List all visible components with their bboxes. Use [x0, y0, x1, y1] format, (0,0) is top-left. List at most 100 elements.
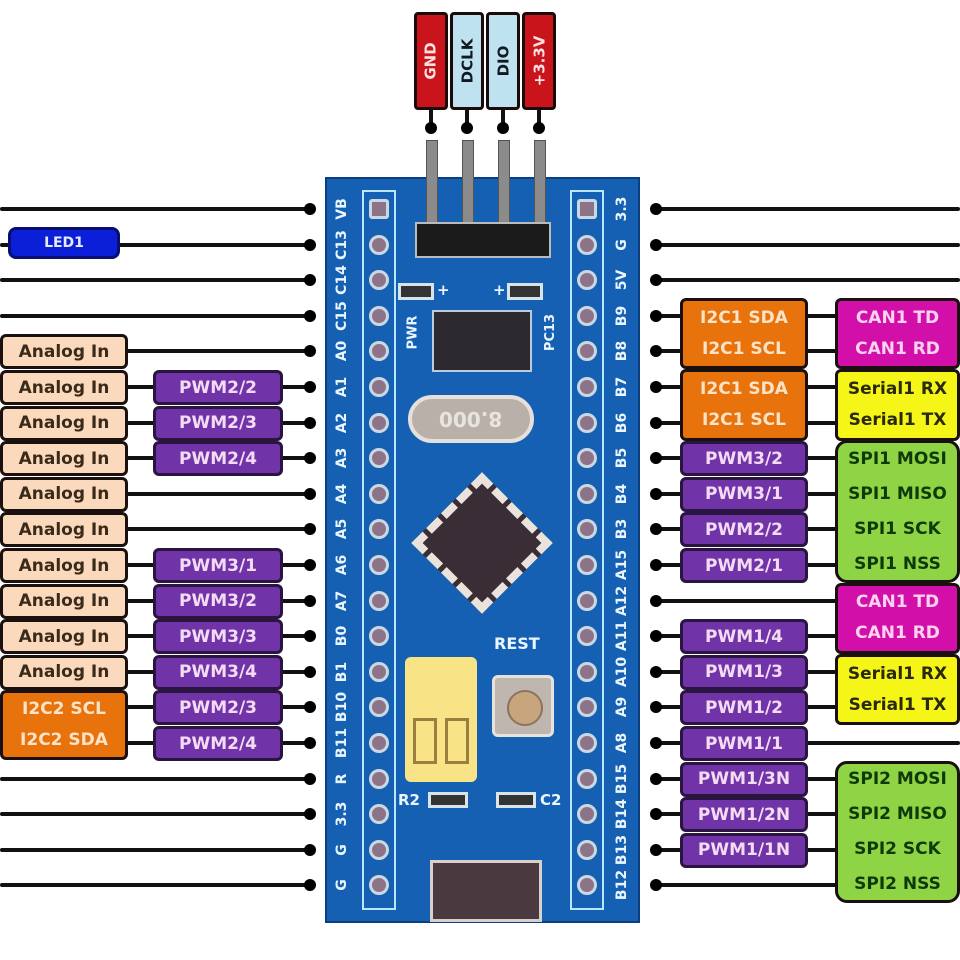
header-pin [498, 140, 510, 232]
header-gnd: GND [414, 12, 448, 110]
spi1-box-line: SPI1 MISO [848, 483, 947, 504]
left-pin-pad [369, 839, 389, 860]
left-pwm-label: PWM3/3 [153, 619, 283, 655]
left-pin-pad [369, 199, 389, 219]
crystal-marking: 8.000 [439, 407, 503, 431]
left-pwm-label: PWM3/4 [153, 654, 283, 690]
right-pin-dot [650, 309, 662, 322]
capacitor-c2 [496, 792, 536, 808]
left-pin-pad [369, 412, 389, 433]
plus-mark: + [493, 281, 506, 299]
right-pin-pad [577, 697, 597, 718]
right-pin-rail [570, 190, 604, 910]
left-pin-label: C13 [334, 229, 350, 260]
spi2-box-line: SPI2 MISO [848, 804, 947, 824]
left-pin-label: C15 [334, 300, 350, 331]
right-pin-label: B13 [614, 834, 630, 865]
power-led [398, 283, 434, 300]
right-pin-label: A8 [614, 732, 630, 754]
right-pwm-label: PWM1/4 [680, 619, 808, 655]
right-pin-dot [650, 381, 662, 393]
left-wire [0, 776, 312, 781]
left-pin-pad [369, 270, 389, 291]
spi1-box-line: SPI1 MOSI [848, 448, 947, 469]
analog-in-label: Analog In [0, 512, 128, 548]
left-pin-pad [369, 875, 389, 896]
left-pin-label: A1 [334, 376, 350, 398]
left-pwm-label: PWM2/2 [153, 370, 283, 405]
right-pin-pad [577, 839, 597, 860]
left-pin-pad [369, 377, 389, 397]
left-pin-pad [369, 697, 389, 718]
left-pin-dot [304, 274, 316, 287]
left-wire [0, 207, 312, 211]
left-wire [0, 491, 312, 496]
left-pin-dot [304, 345, 316, 358]
left-pin-dot [304, 594, 316, 607]
jumper-boot0[interactable] [413, 718, 437, 764]
can1-box-a-line: CAN1 RD [855, 338, 940, 359]
left-pin-label: R [334, 773, 350, 784]
right-pin-dot [650, 274, 662, 287]
analog-in-label: Analog In [0, 334, 128, 370]
reset-button[interactable] [492, 675, 554, 737]
left-pin-dot [304, 630, 316, 643]
reset-button-cap[interactable] [507, 690, 543, 726]
header-dio-label: DIO [494, 45, 513, 77]
right-pin-dot [650, 452, 662, 465]
analog-in-label: Analog In [0, 619, 128, 655]
c2-label: C2 [540, 791, 562, 809]
left-pin-pad [369, 626, 389, 647]
header-dot [497, 122, 509, 134]
serial1-box-a-line: Serial1 TX [848, 409, 947, 430]
right-pin-pad [577, 875, 597, 896]
right-pin-label: B5 [614, 447, 630, 469]
right-pin-pad [577, 768, 597, 789]
right-pin-label: A12 [614, 585, 630, 616]
right-pin-dot [650, 665, 662, 678]
left-pwm-label: PWM2/4 [153, 441, 283, 477]
left-pwm-label: PWM2/4 [153, 726, 283, 761]
header-stem [465, 108, 469, 128]
right-pin-dot [650, 345, 662, 358]
left-pin-dot [304, 452, 316, 465]
left-pin-label: B1 [334, 661, 350, 683]
can1-box-a-line: CAN1 TD [855, 307, 940, 328]
right-pin-label: G [614, 238, 630, 251]
left-pin-label: A7 [334, 590, 350, 611]
left-pin-dot [304, 559, 316, 571]
left-pin-dot [304, 523, 316, 536]
jumper-boot1[interactable] [445, 718, 469, 764]
micro-usb-port[interactable] [430, 860, 542, 922]
left-pin-pad [369, 661, 389, 682]
debug-header-block [415, 222, 551, 258]
header-pin [534, 140, 546, 232]
spi2-box-line: SPI2 NSS [854, 874, 941, 894]
left-pwm-label: PWM3/1 [153, 548, 283, 583]
right-wire [652, 598, 960, 603]
spi1-box-line: SPI1 NSS [854, 553, 941, 574]
left-pin-pad [369, 519, 389, 540]
right-pin-label: B6 [614, 412, 630, 433]
header-dot [425, 122, 437, 134]
i2c2-sda: I2C2 SDA [20, 730, 108, 750]
right-pwm-label: PWM2/2 [680, 512, 808, 548]
spi2-box-line: SPI2 MOSI [848, 769, 947, 789]
header-dclk: DCLK [450, 12, 484, 110]
left-pin-pad [369, 768, 389, 789]
left-pin-dot [304, 808, 316, 821]
left-pwm-label: PWM3/2 [153, 583, 283, 619]
analog-in-label: Analog In [0, 405, 128, 441]
right-pin-pad [577, 733, 597, 753]
right-pin-label: B3 [614, 519, 630, 540]
left-wire [0, 242, 312, 247]
left-pin-dot [304, 381, 316, 393]
i2c2-scl: I2C2 SCL [22, 699, 106, 719]
left-pin-dot [304, 238, 316, 251]
right-pin-dot [650, 594, 662, 607]
i2c1-box-b-line: I2C1 SCL [702, 409, 786, 430]
header-dclk-label: DCLK [458, 38, 476, 84]
